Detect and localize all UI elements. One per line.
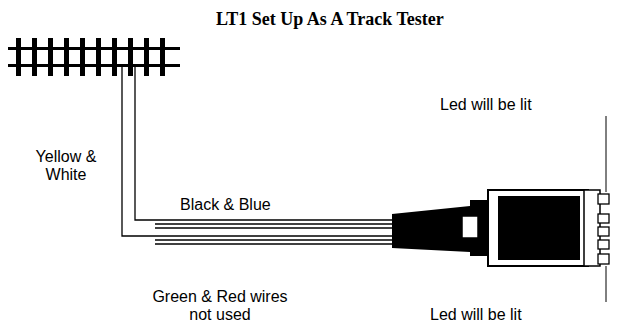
wire-label: Green & Red wires not used [140,288,300,324]
led-label: Led will be lit [430,306,522,324]
led-label: Led will be lit [440,96,532,114]
leader-lines [606,116,607,302]
lt1-unit [392,190,609,266]
track [8,38,180,76]
wire-label: Black & Blue [180,196,271,214]
diagram-title: LT1 Set Up As A Track Tester [216,8,444,30]
wires [122,66,394,244]
wire-label: Yellow & White [20,148,112,184]
